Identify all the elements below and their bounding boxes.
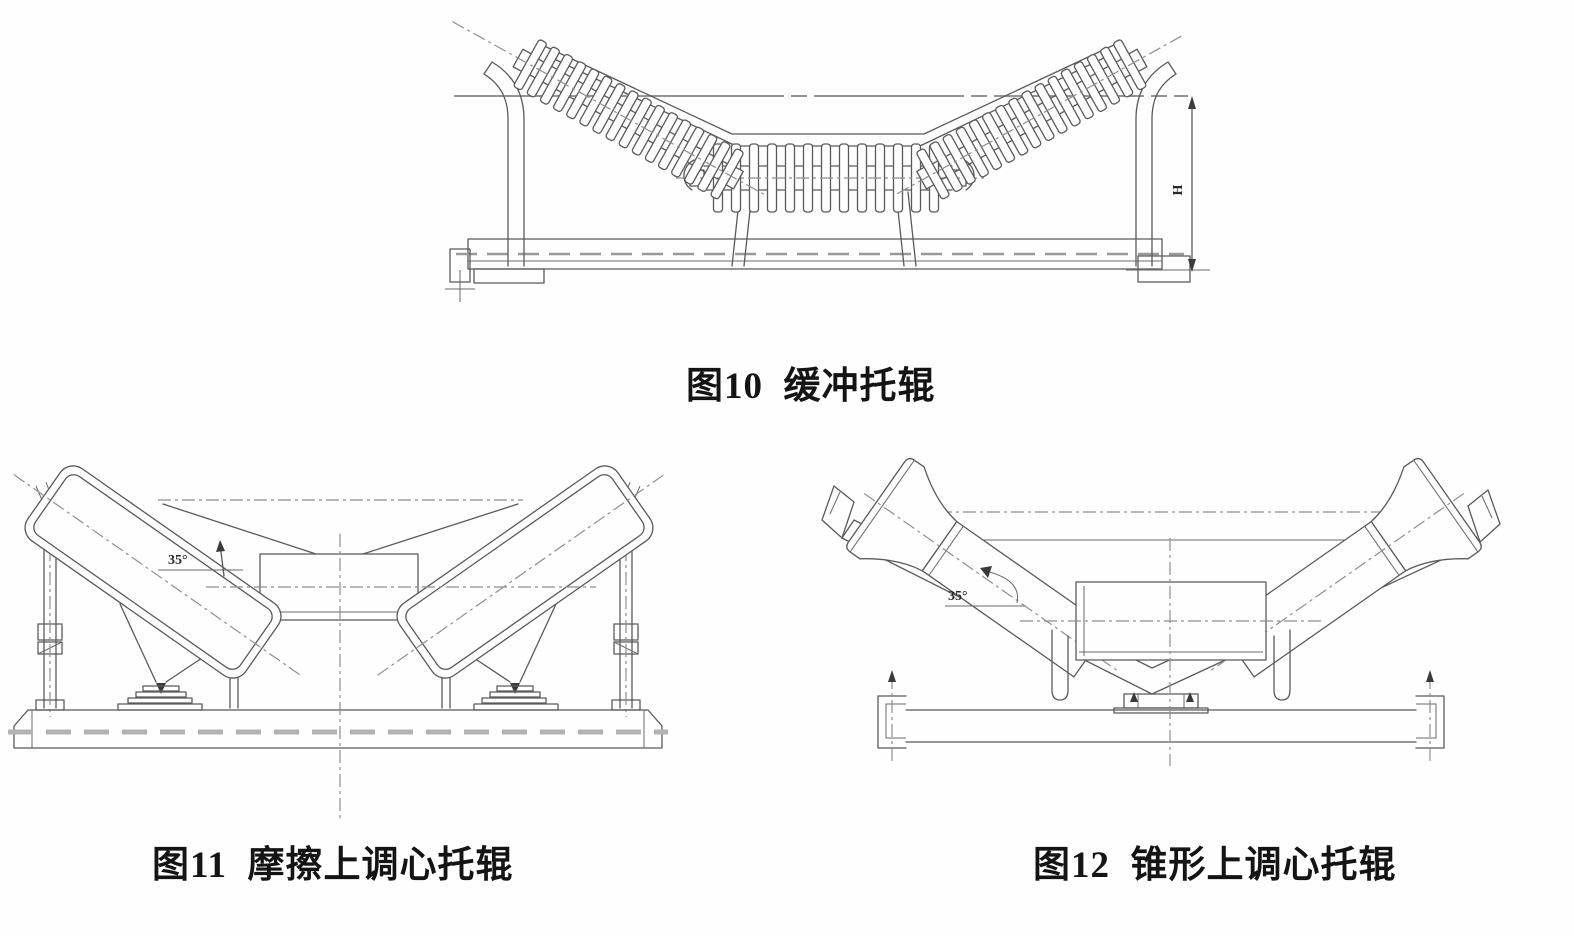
height-dimension: H bbox=[1126, 96, 1210, 272]
right-impact-roller bbox=[895, 35, 1182, 201]
fig11-caption: 图11 摩擦上调心托辊 bbox=[152, 845, 514, 886]
angle-annotation: 35° bbox=[945, 566, 1025, 607]
h-dimension-label: H bbox=[1171, 184, 1186, 195]
center-roller bbox=[1075, 581, 1267, 661]
center-support bbox=[1113, 692, 1209, 714]
fig12-drawing: 35° bbox=[821, 457, 1501, 766]
frame-base bbox=[445, 95, 1191, 302]
left-aligning-roller bbox=[13, 465, 301, 679]
fig10-drawing: H bbox=[445, 21, 1210, 302]
hanger-hooks bbox=[1051, 629, 1291, 701]
fig11-drawing: 35° bbox=[8, 465, 668, 818]
left-impact-roller bbox=[452, 21, 765, 201]
fig12-caption: 图12 锥形上调心托辊 bbox=[1033, 845, 1397, 886]
base-frame bbox=[13, 709, 663, 749]
left-support-post bbox=[483, 61, 525, 267]
right-pivot-brace bbox=[467, 603, 559, 711]
angle-label: 35° bbox=[168, 553, 188, 568]
angle-annotation: 35° bbox=[158, 540, 243, 577]
base-frame bbox=[877, 670, 1445, 764]
left-pivot-brace bbox=[117, 603, 209, 711]
right-support-post bbox=[1135, 61, 1177, 267]
left-conical-roller bbox=[846, 457, 1119, 678]
angle-label: 35° bbox=[948, 589, 968, 604]
right-aligning-roller bbox=[377, 465, 665, 679]
top-frame-lines bbox=[158, 499, 523, 555]
fig10-caption: 图10 缓冲托辊 bbox=[686, 366, 936, 407]
